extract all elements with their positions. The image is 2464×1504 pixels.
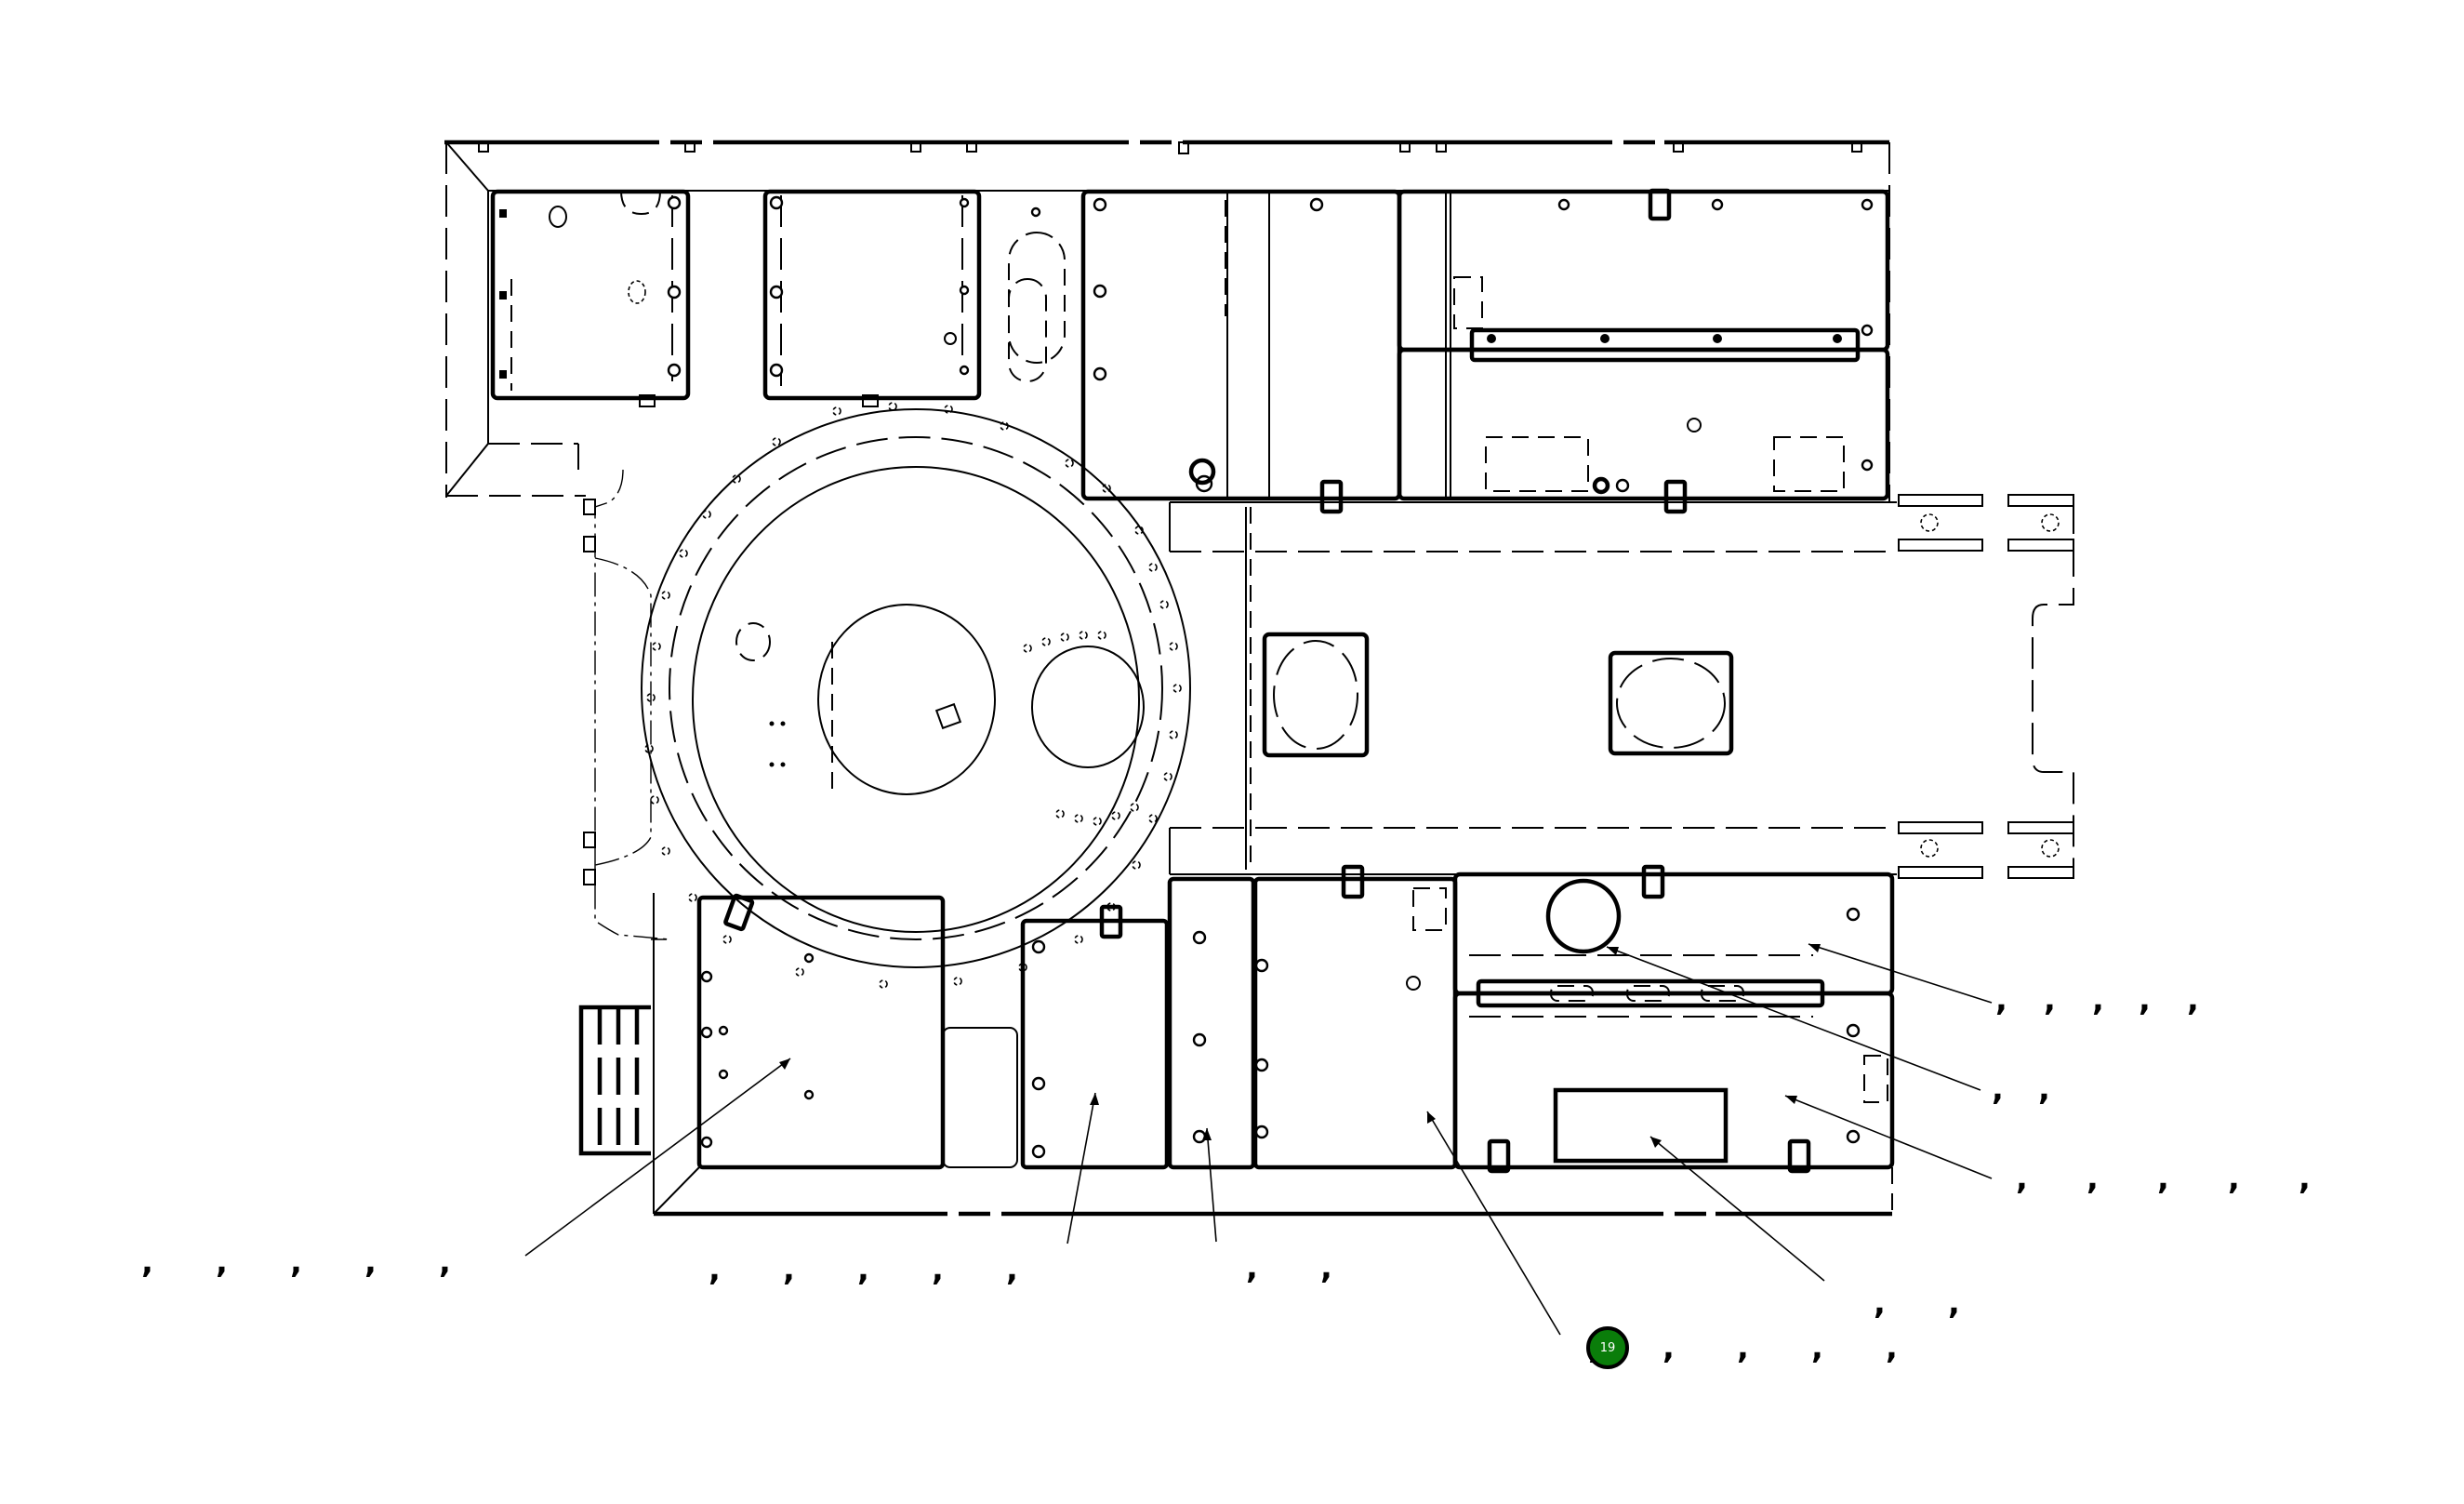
top-box-4 — [1319, 188, 1890, 514]
callout-mark: , — [2086, 1160, 2099, 1197]
callout-mark: , — [857, 1251, 869, 1288]
callout-mark: , — [1874, 1284, 1886, 1322]
callout-mark: , — [2016, 1160, 2028, 1197]
callout-mark: , — [1006, 1251, 1018, 1288]
top-box-1 — [490, 189, 691, 407]
bottom-box-2 — [942, 864, 1458, 1170]
top-box-2 — [620, 189, 982, 407]
callout-mark: , — [2228, 1160, 2240, 1197]
callout-mark: , — [2092, 981, 2104, 1018]
callout-mark: , — [1246, 1249, 1258, 1286]
callout-mark: , — [364, 1244, 377, 1281]
annotation-marker-label: 19 — [1599, 1340, 1616, 1355]
callout-mark: , — [1811, 1329, 1823, 1366]
callout-mark: , — [2157, 1160, 2169, 1197]
callout-mark: , — [932, 1251, 944, 1288]
top-frame — [444, 140, 1890, 502]
callout-mark: , — [2038, 1071, 2050, 1108]
annotation-marker[interactable]: 19 — [1586, 1326, 1629, 1369]
callout-mark: , — [216, 1244, 228, 1281]
bottom-box-3 — [1452, 864, 1895, 1174]
callout-mark: , — [709, 1251, 721, 1288]
callout-mark: , — [2298, 1160, 2311, 1197]
top-box-3 — [1080, 189, 1402, 501]
callout-mark: , — [2139, 981, 2151, 1018]
turntable — [641, 402, 1191, 989]
top-slots — [1008, 206, 1066, 382]
callout-mark: , — [141, 1244, 153, 1281]
callout-mark: , — [1992, 1071, 2004, 1108]
callout-mark: , — [1737, 1329, 1749, 1366]
callout-mark: , — [1886, 1329, 1898, 1366]
leader-lines — [524, 943, 1993, 1336]
bottom-frame — [578, 893, 1893, 1217]
callout-mark: , — [1320, 1249, 1332, 1286]
callout-mark: , — [290, 1244, 302, 1281]
callout-mark: , — [2187, 981, 2199, 1018]
callout-mark: , — [1663, 1329, 1675, 1366]
rail — [1169, 494, 2074, 879]
left-outline — [583, 469, 670, 940]
callout-mark: , — [1995, 981, 2007, 1018]
callout-mark: , — [1948, 1284, 1960, 1322]
callout-mark: , — [439, 1244, 451, 1281]
bottom-box-1 — [696, 893, 946, 1170]
callout-mark: , — [2044, 981, 2056, 1018]
callout-mark: , — [783, 1251, 795, 1288]
